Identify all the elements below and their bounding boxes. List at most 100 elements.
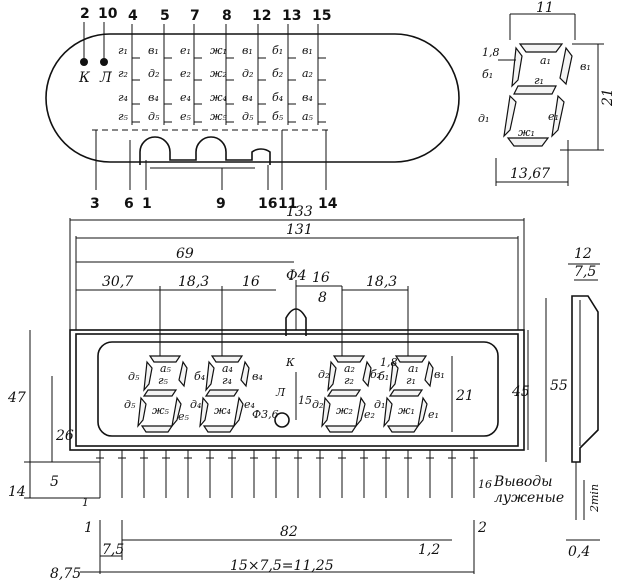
seg-c [551,94,565,138]
leads-note-2: луженые [494,490,564,506]
pin-14: 14 [318,196,338,212]
seg-b [559,46,573,86]
digit-detail: 11 а₁ б₁ в₁ г₁ д₁ е₁ ж₁ 1,8 21 13,67 [478,0,616,186]
seg-label: г₅ [158,374,169,387]
seg-label: а₁ [408,362,419,375]
pin-one-mark: 1 [82,496,89,509]
seg-label-e: е₁ [548,110,559,123]
seg-label: в₄ [252,370,263,383]
seg-label: д₅ [124,398,136,411]
dim-133: 133 [286,204,313,220]
seg-d [506,137,550,147]
seg-label: в₄ [148,91,159,104]
side-view: 12 7,5 2min 0,4 [566,246,601,560]
seg-label: г₁ [118,44,128,57]
seg-label: б₁ [272,44,283,57]
seg-label: е₅ [178,410,190,423]
dim-47: 47 [7,390,26,406]
side-profile [571,295,599,463]
seg-label: в₄ [302,91,313,104]
dim-seg-thickness: 1,8 [482,46,500,59]
dim-height-21: 21 [600,88,616,107]
pin-13: 13 [282,8,301,24]
seg-label: в₁ [242,44,253,57]
dim-30-7: 30,7 [102,274,133,290]
seg-label: г₂ [118,67,128,80]
seg-label-d: д₁ [478,112,489,125]
dim-phi4: Ф4 [286,268,307,284]
dim-7-5: 7,5 [102,542,124,558]
pin-3: 3 [90,196,100,212]
seg-label: б₄ [272,91,283,104]
dim-5: 5 [50,474,59,490]
seg-label: е₄ [180,91,191,104]
seg-label: а₅ [160,362,172,375]
seg-label: ж₄ [214,404,231,417]
dim-bottom-width: 13,67 [510,166,550,182]
seg-label: д₂ [148,67,159,80]
seg-label: д₅ [242,110,254,123]
seg-label: в₁ [302,44,313,57]
seg-label: ж₁ [210,44,227,57]
seg-label: д₁ [374,398,385,411]
seg-label: ж₄ [210,91,227,104]
seg-label-zh: ж₁ [518,126,535,139]
dim-8-75: 8,75 [50,566,81,582]
pin-1: 1 [142,196,152,212]
dim-18-3-left: 18,3 [178,274,209,290]
seg-label: д₂ [312,398,323,411]
seg-label-g: г₁ [534,74,544,87]
seg-e [503,94,517,138]
dim-18-3-right: 18,3 [366,274,397,290]
seg-label-b: б₁ [482,68,493,81]
seg-label: д₂ [242,67,253,80]
seg-label: а₂ [344,362,355,375]
seg-label: а₅ [302,110,314,123]
pin-15: 15 [312,8,331,24]
seg-label: г₄ [118,91,128,104]
seg-label: в₁ [148,44,159,57]
dim-8: 8 [318,290,327,306]
seg-g [513,85,557,95]
pin-8: 8 [222,8,232,24]
pin-6: 6 [124,196,134,212]
dim-21: 21 [455,388,474,404]
digit-2: д₂ а₂ г₂ б₂ д₂ ж₂ е₂ [312,355,381,433]
dim-82: 82 [280,524,298,540]
digit-5: д₅ а₅ г₅ д₅ ж₅ е₅ [124,355,190,433]
pin-4: 4 [128,8,138,24]
pin-12: 12 [252,8,271,24]
dim-1-8: 1,8 [380,356,398,369]
grid-electrodes [139,136,271,165]
seg-label-v: в₁ [580,60,591,73]
seg-label: е₂ [180,67,191,80]
leads-note-1: Выводы [493,474,553,490]
dim-width-11: 11 [536,0,554,16]
seg-label: б₁ [378,370,389,383]
seg-label: б₂ [272,67,283,80]
seg-label: г₂ [344,374,354,387]
glass-body [69,329,525,451]
pin-9: 9 [216,196,226,212]
seg-label: а₄ [222,362,233,375]
seg-label: е₅ [180,110,192,123]
dim-26: 26 [55,428,74,444]
seg-label: е₁ [428,408,439,421]
dim-45: 45 [511,384,530,400]
seg-label-a: а₁ [540,54,551,67]
dim-2min: 2min [588,484,601,513]
seg-label: е₁ [180,44,191,57]
seg-label: в₁ [434,368,445,381]
dim-69: 69 [176,246,194,262]
seg-label: д₄ [190,398,201,411]
mounting-hole [274,412,290,428]
seg-label: д₅ [128,370,140,383]
seg-label: а₂ [302,67,313,80]
seg-label: ж₂ [210,67,227,80]
cathode-label: К [78,70,91,86]
segment-grid: г₁ г₂ г₄ г₅ в₁ д₂ в₄ д₅ е₁ е₂ е₄ е₅ ж₁ ж… [118,44,326,125]
dim-14: 14 [8,484,26,500]
dim-15: 15 [298,394,312,407]
seg-label: г₅ [118,110,129,123]
dim-16-right: 16 [312,270,330,286]
